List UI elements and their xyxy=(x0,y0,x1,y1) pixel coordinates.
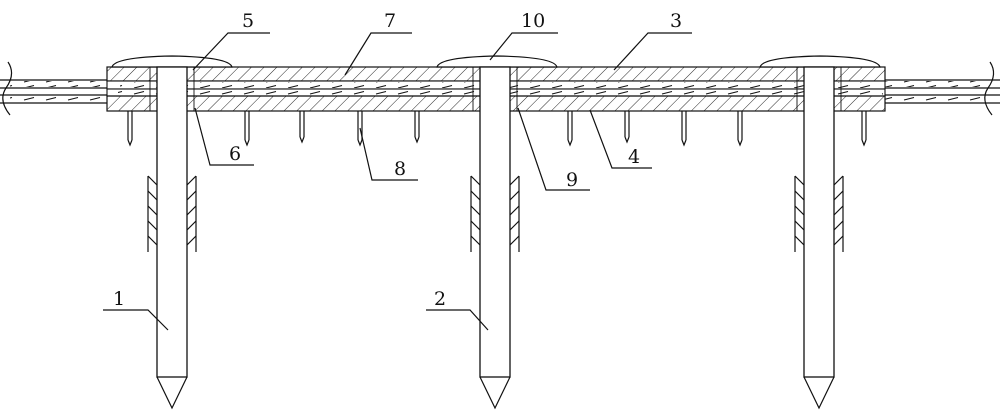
anchor-nail xyxy=(299,111,305,144)
leader-1 xyxy=(103,309,169,331)
leader-5 xyxy=(192,32,270,71)
leader-7 xyxy=(344,32,412,76)
anchor-nail xyxy=(737,111,743,147)
leader-4 xyxy=(589,109,652,169)
anchor-nail xyxy=(414,111,420,144)
callout-6: 6 xyxy=(229,143,241,165)
pile-middle xyxy=(470,66,520,410)
callout-10: 10 xyxy=(521,10,545,32)
leader-lines xyxy=(103,32,692,331)
leader-6 xyxy=(194,107,254,166)
leader-8 xyxy=(359,127,418,181)
callout-8: 8 xyxy=(394,158,406,180)
leader-2 xyxy=(426,309,489,331)
ground-layer-right xyxy=(885,61,1000,116)
callout-4: 4 xyxy=(628,146,640,168)
anchor-nail xyxy=(681,111,687,147)
pile-left xyxy=(147,66,197,410)
anchor-nail xyxy=(567,111,573,147)
leader-9 xyxy=(517,107,590,191)
callout-9: 9 xyxy=(566,169,578,191)
ground-layer-left xyxy=(0,61,107,116)
callout-1: 1 xyxy=(113,288,125,310)
anchor-nail xyxy=(244,111,250,147)
cap-right xyxy=(759,55,881,68)
pile-right xyxy=(794,66,844,410)
cap-left xyxy=(111,55,233,68)
cap-middle xyxy=(436,55,558,68)
pile-caps xyxy=(111,55,881,68)
callout-3: 3 xyxy=(670,10,682,32)
callout-7: 7 xyxy=(384,10,396,32)
callout-5: 5 xyxy=(242,10,254,32)
anchor-nail xyxy=(624,111,630,144)
leader-3 xyxy=(613,32,692,71)
callout-2: 2 xyxy=(434,288,446,310)
anchor-nail xyxy=(127,111,133,147)
leader-10 xyxy=(489,32,558,61)
callouts: 1 2 3 4 5 6 7 8 9 10 xyxy=(113,10,682,310)
anchor-nail xyxy=(861,111,867,147)
